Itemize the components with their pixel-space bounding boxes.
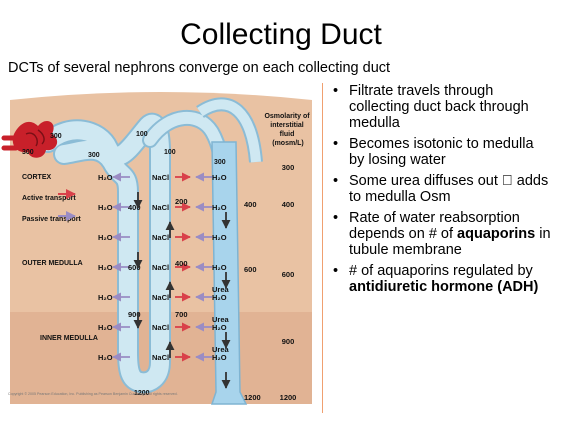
slide-title: Collecting Duct xyxy=(0,18,562,52)
water-label: H₂O xyxy=(98,323,113,332)
osm-header-line-4: (mosm/L) xyxy=(272,140,304,147)
cortex-value-3: 100 xyxy=(136,131,148,138)
bullet-list: Filtrate travels through collecting duct… xyxy=(323,83,551,300)
duct-value: 600 xyxy=(244,265,257,274)
duct-water-label: H₂O xyxy=(212,203,227,212)
zone-outer-medulla: OUTER MEDULLA xyxy=(22,260,83,267)
cortex-value-2: 300 xyxy=(88,152,100,159)
dct-value: 300 xyxy=(214,159,226,166)
salt-label: NaCl xyxy=(152,293,169,302)
asc-value: 400 xyxy=(175,259,188,268)
duct-water-label: H₂O xyxy=(212,293,227,302)
osm-scale-value: 300 xyxy=(282,163,295,172)
salt-label: NaCl xyxy=(152,323,169,332)
asc-value: 700 xyxy=(175,310,188,319)
osm-header-line-2: interstitial xyxy=(270,122,304,129)
water-label: H₂O xyxy=(98,353,113,362)
slide-subtitle: DCTs of several nephrons converge on eac… xyxy=(8,60,390,76)
osm-header-line-3: fluid xyxy=(280,131,295,138)
water-label: H₂O xyxy=(98,233,113,242)
water-label: H₂O xyxy=(98,263,113,272)
bullet-item: Becomes isotonic to medulla by losing wa… xyxy=(323,136,551,168)
duct-value: 1200 xyxy=(244,393,261,402)
water-label: H₂O xyxy=(98,203,113,212)
osm-scale-value: 600 xyxy=(282,270,295,279)
duct-water-label: H₂O xyxy=(212,263,227,272)
salt-label: NaCl xyxy=(152,353,169,362)
bullet-text: # of aquaporins regulated by xyxy=(349,263,533,279)
bullet-item: Filtrate travels through collecting duct… xyxy=(323,83,551,131)
osm-scale-value: 1200 xyxy=(280,393,297,402)
bullet-text: Becomes isotonic to medulla by losing wa… xyxy=(349,136,534,168)
cortex-value-1: 300 xyxy=(50,133,62,140)
bullet-text: Some urea diffuses out  adds to medulla… xyxy=(349,173,548,205)
osm-header-line-1: Osmolarity of xyxy=(264,113,310,120)
salt-label: NaCl xyxy=(152,173,169,182)
bullet-text: Filtrate travels through collecting duct… xyxy=(349,83,529,131)
legend-passive-transport: Passive transport xyxy=(22,216,81,223)
bullet-item: # of aquaporins regulated by antidiureti… xyxy=(323,263,551,295)
duct-water-label: H₂O xyxy=(212,173,227,182)
asc-value: 200 xyxy=(175,197,188,206)
zone-inner-medulla: INNER MEDULLA xyxy=(40,335,98,342)
legend-active-transport: Active transport xyxy=(22,195,76,202)
osm-scale-value: 400 xyxy=(282,200,295,209)
cortex-value-4: 100 xyxy=(164,149,176,156)
glomerulus-value: 300 xyxy=(22,149,34,156)
water-label: H₂O xyxy=(98,173,113,182)
salt-label: NaCl xyxy=(152,233,169,242)
zone-cortex: CORTEX xyxy=(22,174,52,181)
bullet-item: Some urea diffuses out  adds to medulla… xyxy=(323,173,551,205)
copyright-notice: Copyright © 2005 Pearson Education, Inc.… xyxy=(8,392,178,396)
nephron-diagram: CORTEX Active transport Passive transpor… xyxy=(0,82,322,412)
bullet-bold-text: antidiuretic hormone (ADH) xyxy=(349,279,538,295)
water-label: H₂O xyxy=(98,293,113,302)
duct-water-label: H₂O xyxy=(212,233,227,242)
bullet-bold-text: aquaporins xyxy=(457,226,535,242)
duct-value: 400 xyxy=(244,200,257,209)
osm-scale-value: 900 xyxy=(282,337,295,346)
bullet-item: Rate of water reabsorption depends on # … xyxy=(323,210,551,258)
bullet-panel: Filtrate travels through collecting duct… xyxy=(322,83,553,413)
salt-label: NaCl xyxy=(152,203,169,212)
duct-water-label: H₂O xyxy=(212,353,227,362)
salt-label: NaCl xyxy=(152,263,169,272)
duct-water-label: H₂O xyxy=(212,323,227,332)
urea-label: Urea xyxy=(212,315,230,324)
